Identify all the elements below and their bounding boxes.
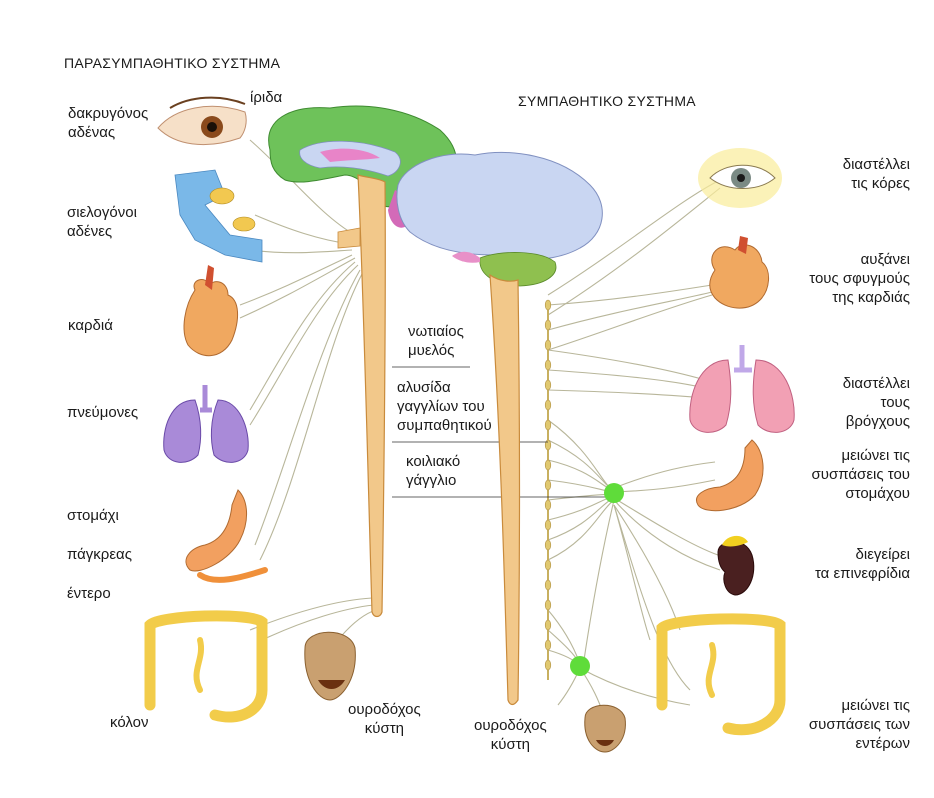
lungs-label-left: πνεύμονες: [67, 403, 138, 422]
heart-label-left: καρδιά: [68, 316, 113, 335]
colon-right: [662, 619, 780, 730]
sympathetic-ganglion-chain: [545, 300, 551, 680]
lungs-left: [164, 385, 249, 462]
lungs-right: [690, 345, 794, 432]
celiac-ganglion-label: κοιλιακό γάγγλιο: [406, 452, 460, 490]
pancreas-label: πάγκρεας: [67, 545, 132, 564]
stomach-right: [697, 440, 764, 511]
spinal-cord-label: νωτιαίος μυελός: [408, 322, 464, 360]
salivary-glands: [175, 170, 262, 262]
lungs-effect-label: διαστέλλει τους βρόγχους: [843, 374, 910, 431]
stomach-left: [186, 490, 265, 580]
adrenal-effect-label: διεγείρει τα επινεφρίδια: [815, 545, 910, 583]
parasympathetic-title: ΠΑΡΑΣΥΜΠΑΘΗΤΙΚΟ ΣΥΣΤΗΜΑ: [64, 54, 280, 73]
bladder-label-left: ουροδόχος κύστη: [348, 700, 421, 738]
lower-mesenteric-ganglion: [570, 656, 590, 676]
sympathetic-nerves: [548, 180, 720, 715]
sympathetic-title: ΣΥΜΠΑΘΗΤΙΚΟ ΣΥΣΤΗΜΑ: [518, 92, 696, 111]
stomach-effect-label: μειώνει τις συσπάσεις του στομάχου: [812, 446, 910, 503]
iris-label: ίριδα: [250, 88, 282, 107]
colon-label: κόλον: [110, 713, 149, 732]
kidney-adrenal-right: [718, 536, 754, 595]
left-spinal-cord: [338, 175, 385, 617]
heart-right: [710, 236, 769, 308]
intestines-effect-label: μειώνει τις συσπάσεις των εντέρων: [809, 696, 910, 753]
colon-left: [150, 616, 262, 717]
tear-gland-label: δακρυγόνος αδένας: [68, 104, 148, 142]
right-brain: [397, 153, 602, 286]
bladder-label-right: ουροδόχος κύστη: [474, 716, 547, 754]
right-spinal-cord: [490, 275, 520, 705]
heart-left: [184, 265, 238, 356]
bladder-right: [585, 705, 626, 752]
heart-effect-label: αυξάνει τους σφυγμούς της καρδιάς: [809, 250, 910, 307]
stomach-label-left: στομάχι: [67, 506, 119, 525]
ganglion-chain-label: αλυσίδα γαγγλίων του συμπαθητικού: [397, 378, 492, 435]
bladder-left: [305, 632, 356, 700]
celiac-ganglion: [604, 483, 624, 503]
eye-left: [158, 98, 246, 145]
intestine-label-left: έντερο: [67, 584, 111, 603]
salivary-glands-label: σιελογόνοι αδένες: [67, 203, 137, 241]
eye-effect-label: διαστέλλει τις κόρες: [843, 155, 910, 193]
eye-right: [698, 148, 782, 208]
